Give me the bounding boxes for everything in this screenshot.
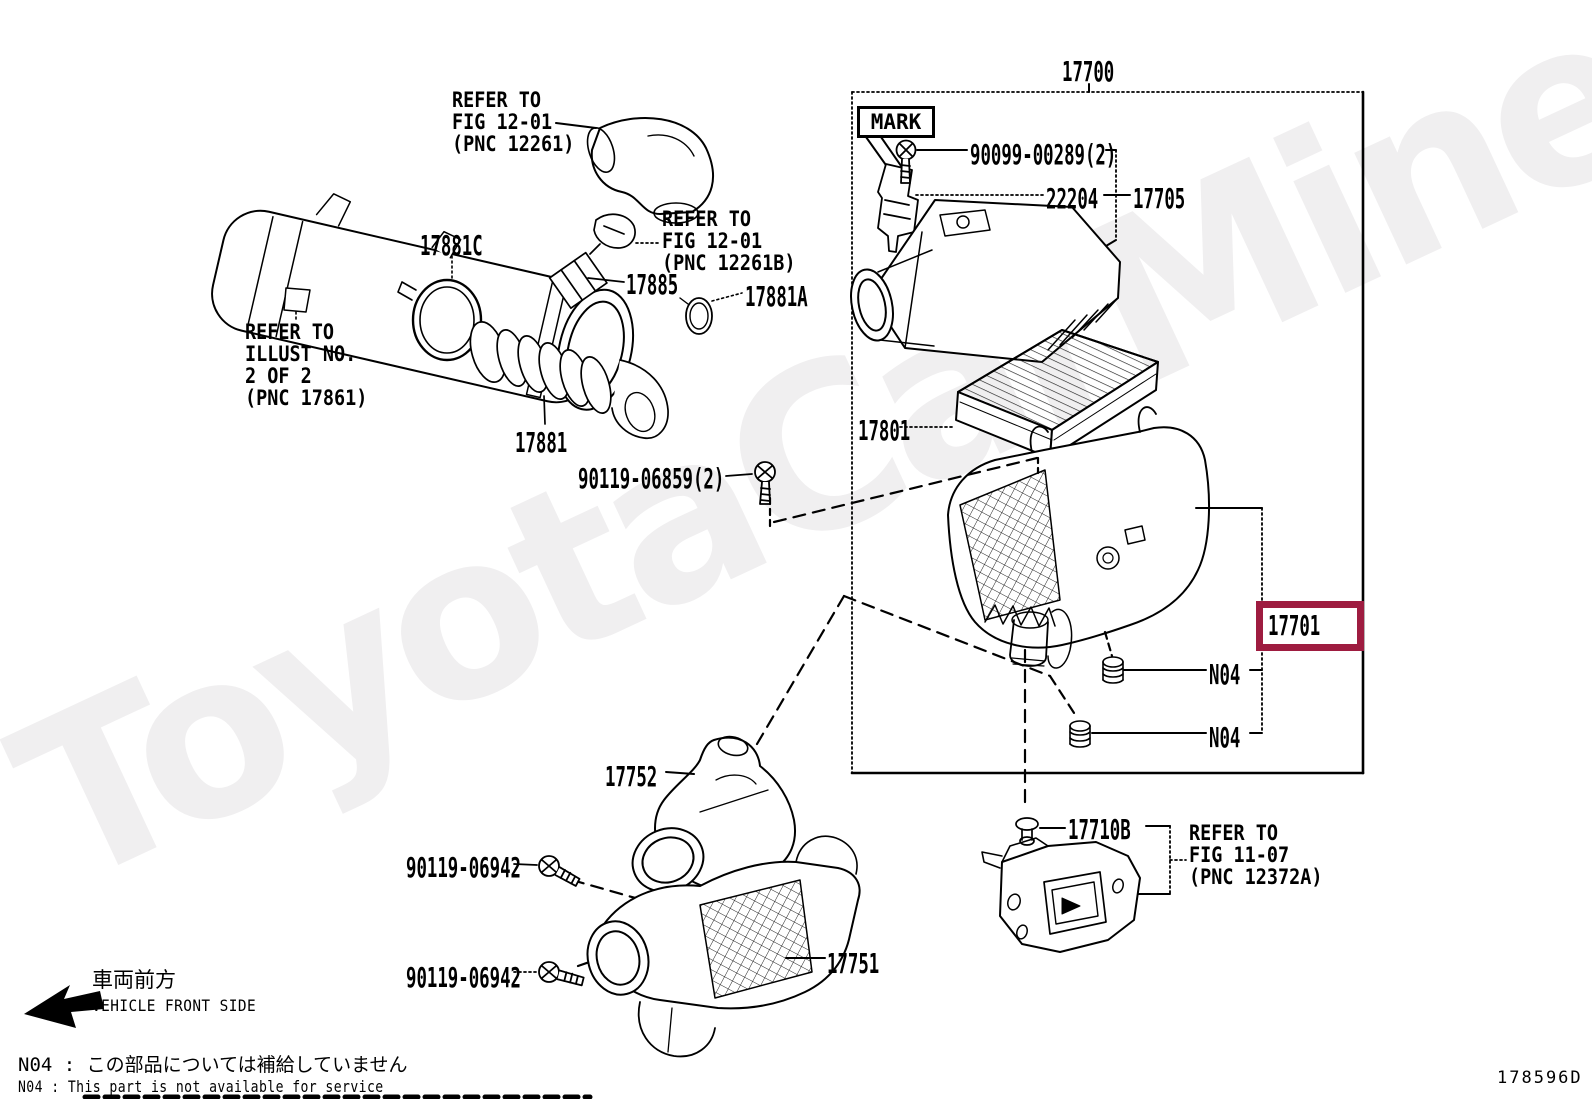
reference-fig-12-01b: REFER TO FIG 12-01 (PNC 12261B) — [662, 207, 796, 275]
tube-17885-drawing — [548, 251, 625, 310]
vehicle-front-label-en: VEHICLE FRONT SIDE — [92, 996, 257, 1015]
air-cleaner-cap-drawing — [850, 199, 1121, 363]
screw-90099-drawing — [895, 139, 917, 184]
reference-fig-11-07: REFER TO FIG 11-07 (PNC 12372A) — [1189, 821, 1323, 889]
air-filter-element-drawing — [955, 329, 1159, 459]
maf-sensor-drawing — [877, 163, 919, 253]
air-hose-17881-drawing — [469, 321, 669, 439]
vehicle-front-label-jp: 車両前方 — [92, 968, 176, 992]
mark-tag-box: MARK — [857, 106, 935, 138]
lower-case-17751-drawing — [586, 835, 861, 1058]
hose-clip-drawing — [589, 213, 659, 255]
drawing-code: 178596D — [1497, 1068, 1583, 1088]
highlighted-part-box-17701[interactable]: 17701 — [1256, 601, 1365, 651]
part-label-n04-upper: N04 — [1209, 658, 1241, 691]
note-n04-jp: N04 : この部品については補給していません — [18, 1054, 408, 1076]
clamp-17881a-drawing — [679, 292, 743, 335]
grommet-upper-drawing — [1102, 656, 1124, 684]
note-n04-en: N04 : This part is not available for ser… — [18, 1077, 384, 1096]
elbow-hose-drawing — [555, 117, 715, 224]
clamp-17881c-drawing — [397, 255, 483, 362]
part-label-17700: 17700 — [1062, 55, 1115, 88]
part-label-17885: 17885 — [626, 268, 679, 301]
leader-17710b — [1039, 825, 1187, 895]
part-label-17881: 17881 — [515, 426, 568, 459]
screw-06942-upper-drawing — [513, 855, 581, 887]
reference-illust-2of2: REFER TO ILLUST NO. 2 OF 2 (PNC 17861) — [245, 320, 368, 410]
part-label-22204: 22204 — [1046, 182, 1099, 215]
screw-06942-lower-drawing — [513, 961, 585, 987]
part-label-17701: 17701 — [1268, 609, 1321, 642]
part-label-17751: 17751 — [827, 947, 880, 980]
part-label-17710b: 17710B — [1068, 813, 1131, 846]
part-label-17881c: 17881C — [420, 229, 483, 262]
air-cleaner-case-drawing — [947, 406, 1211, 669]
part-label-17752: 17752 — [605, 760, 658, 793]
screw-06859-drawing — [725, 461, 776, 505]
bracket-drawing — [981, 837, 1141, 953]
part-label-90099-00289: 90099-00289(2) — [970, 138, 1117, 171]
vehicle-front-arrow — [24, 985, 104, 1028]
part-label-90119-06942-upper: 90119-06942 — [406, 851, 521, 884]
part-label-17705: 17705 — [1133, 182, 1186, 215]
part-label-17801: 17801 — [858, 414, 911, 447]
part-label-90119-06942-lower: 90119-06942 — [406, 961, 521, 994]
part-label-90119-06859: 90119-06859(2) — [578, 462, 725, 495]
assembly-box-17700 — [850, 83, 1365, 775]
reference-fig-12-01: REFER TO FIG 12-01 (PNC 12261) — [452, 88, 575, 156]
part-label-n04-lower: N04 — [1209, 721, 1241, 754]
clip-17710b-drawing — [1015, 817, 1039, 846]
grommet-lower-drawing — [1069, 720, 1091, 748]
duct-17752-drawing — [631, 735, 796, 896]
part-label-17881a: 17881A — [745, 280, 808, 313]
